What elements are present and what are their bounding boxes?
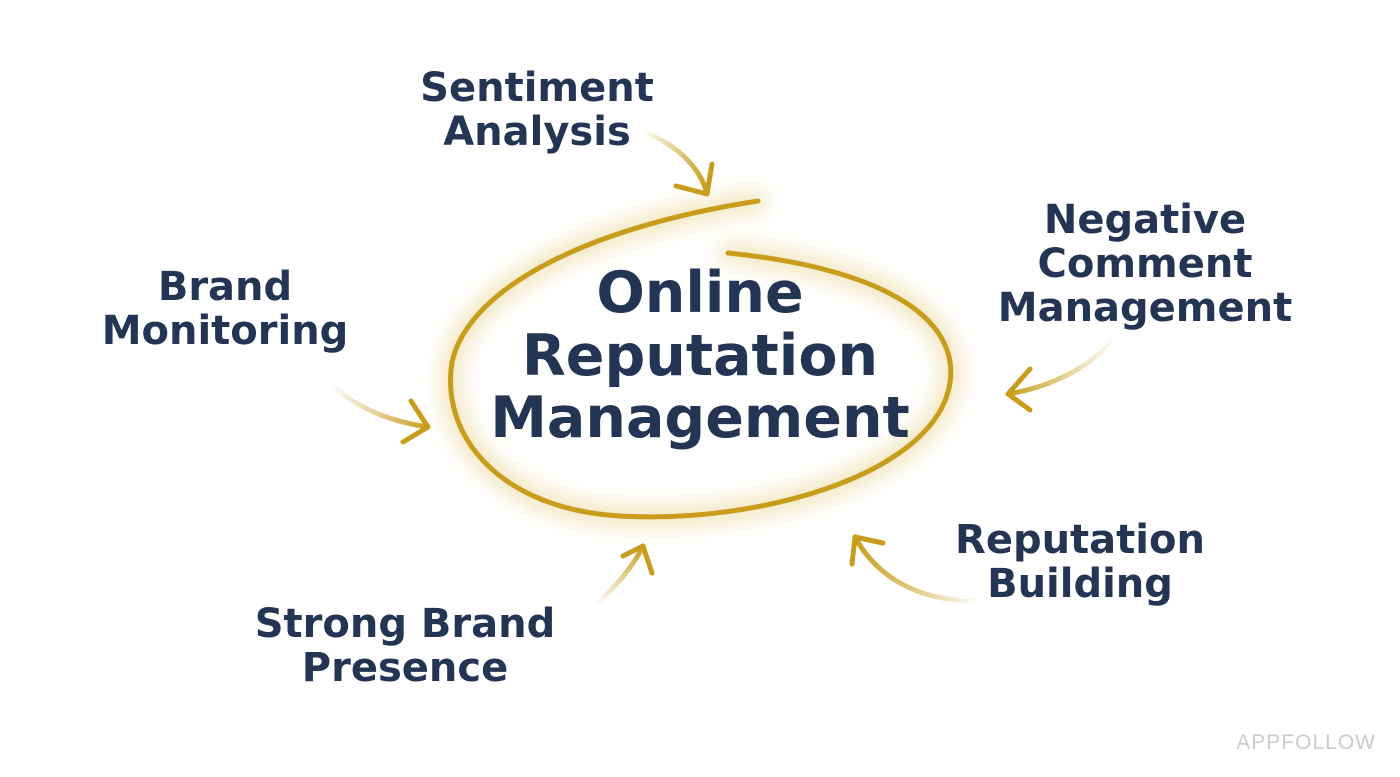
center-title-line-1: Online [596, 260, 804, 326]
arrow-brand-monitoring [327, 381, 431, 445]
sentiment-analysis-label: Sentiment Analysis [410, 66, 664, 154]
brand-monitoring-line-1: Brand [157, 264, 293, 310]
center-loop [441, 192, 960, 526]
sentiment-analysis-line-1: Sentiment [420, 65, 654, 111]
center-title-line-2: Reputation [521, 322, 879, 389]
center-title: Online Reputation Management [470, 262, 930, 450]
appfollow-watermark: APPFOLLOW [1236, 731, 1376, 754]
brand-monitoring-line-2: Monitoring [101, 308, 349, 354]
strong-brand-presence-line-2: Presence [301, 645, 509, 691]
reputation-building-label: Reputation Building [940, 518, 1220, 606]
arrow-negative-comment-management [1005, 334, 1118, 413]
sentiment-analysis-line-2: Analysis [443, 109, 631, 155]
negative-comment-management-line-3: Management [997, 285, 1293, 331]
brand-monitoring-label: Brand Monitoring [90, 265, 360, 353]
arrow-strong-brand-presence [593, 543, 655, 608]
negative-comment-management-line-1: Negative [1043, 197, 1247, 243]
reputation-building-line-2: Building [987, 561, 1173, 607]
negative-comment-management-line-2: Comment [1037, 241, 1253, 287]
strong-brand-presence-line-1: Strong Brand [254, 601, 556, 647]
arrow-reputation-building [849, 534, 983, 604]
center-title-line-3: Management [490, 385, 910, 452]
negative-comment-management-label: Negative Comment Management [985, 198, 1305, 330]
reputation-building-line-1: Reputation [955, 517, 1205, 563]
arrow-sentiment-analysis [640, 128, 715, 197]
strong-brand-presence-label: Strong Brand Presence [250, 602, 560, 690]
center-loop-stroke [448, 198, 954, 520]
